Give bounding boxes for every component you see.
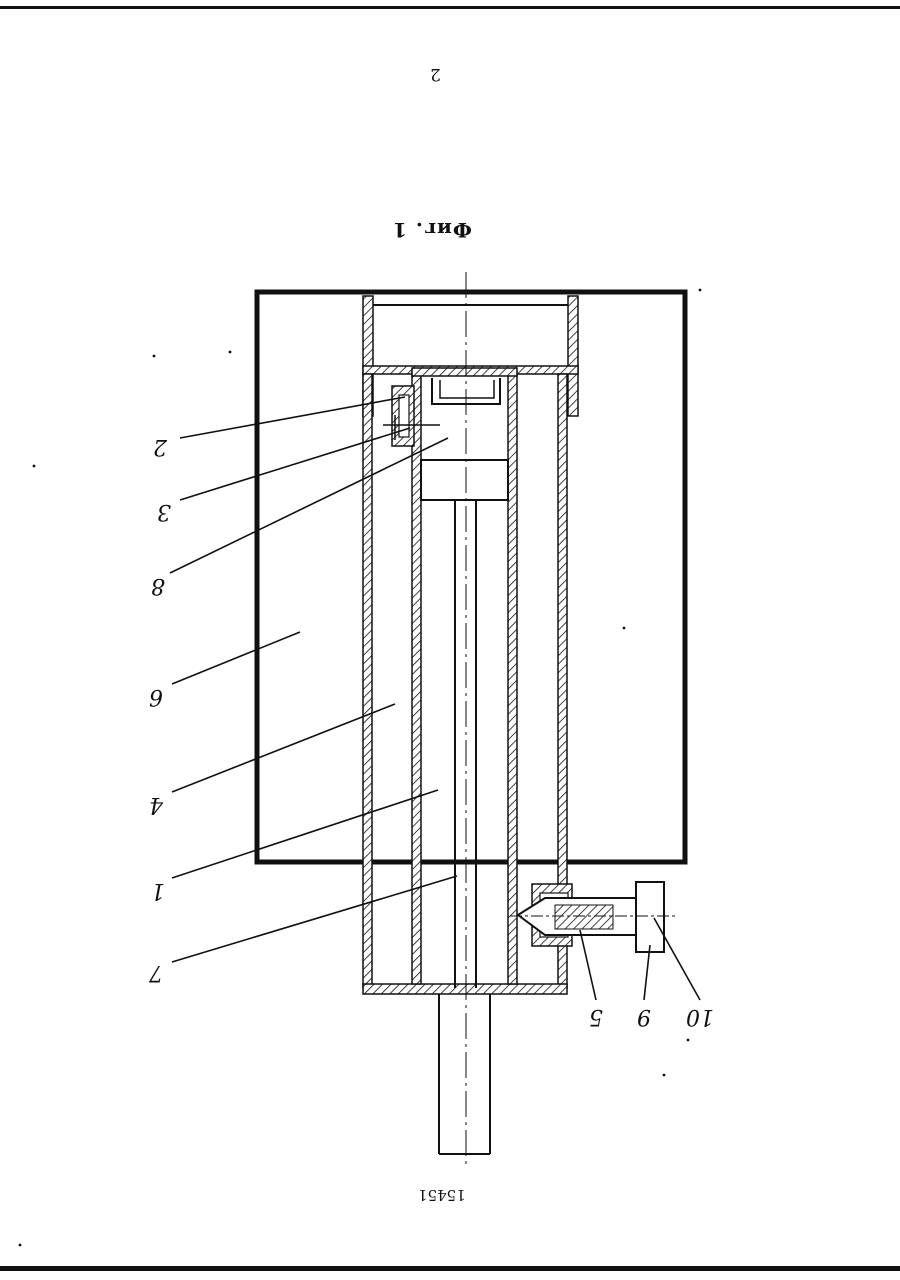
piston — [421, 460, 508, 500]
bottom-rule — [0, 1266, 900, 1271]
scan-specks — [19, 289, 702, 1247]
side-fitting — [510, 882, 678, 952]
document-number: 15451 — [418, 1186, 466, 1204]
outer-housing — [257, 292, 685, 862]
callout-4: 4 — [149, 792, 164, 817]
callout-2-top: 2 — [153, 434, 168, 459]
callout-5: 5 — [589, 1004, 603, 1029]
lower-shaft — [439, 994, 490, 1154]
callout-8: 8 — [151, 573, 165, 598]
callout-1: 1 — [151, 878, 165, 903]
callout-3: 3 — [157, 499, 171, 524]
callout-7: 7 — [149, 960, 163, 985]
callout-10: 10 — [686, 1004, 714, 1029]
callout-6: 6 — [149, 684, 163, 709]
callout-9: 9 — [637, 1004, 651, 1029]
callout-labels: 2 3 8 6 4 1 7 5 9 10 — [149, 434, 714, 1029]
